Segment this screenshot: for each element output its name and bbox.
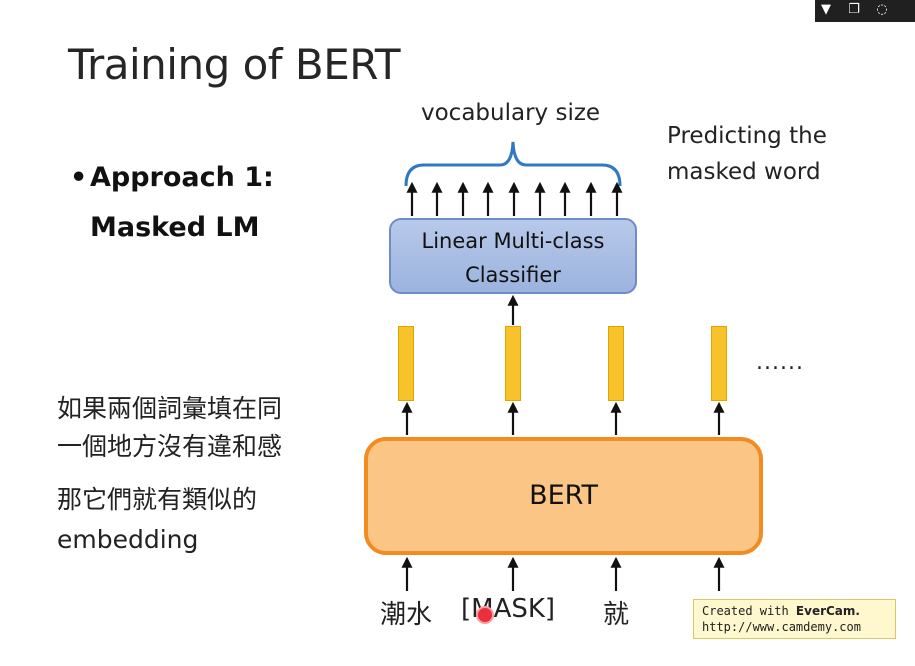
classifier-line-1: Linear Multi-class: [421, 229, 605, 253]
predicting-note: Predicting the masked word: [667, 118, 827, 190]
note-line-3: 那它們就有類似的: [57, 485, 258, 514]
bert-box: BERT: [364, 437, 763, 555]
bullet-approach: •Approach 1: Masked LM: [70, 153, 274, 253]
vocabulary-brace: [404, 141, 622, 187]
linear-classifier-box: Linear Multi-class Classifier: [389, 218, 637, 294]
watermark-prefix: Created with: [702, 604, 796, 618]
input-token: 就: [603, 600, 630, 630]
note-line-2: 一個地方沒有違和感: [57, 432, 283, 461]
slide-title: Training of BERT: [68, 40, 401, 89]
predicting-line-1: Predicting the: [667, 123, 827, 149]
pointer-cursor: [476, 606, 494, 624]
bert-label: BERT: [529, 480, 598, 511]
note-line-4: embedding: [57, 525, 199, 554]
embedding-vector: [711, 326, 727, 401]
evercam-watermark[interactable]: Created with EverCam. http://www.camdemy…: [693, 599, 896, 639]
embedding-vector: [608, 326, 624, 401]
watermark-url: http://www.camdemy.com: [702, 620, 861, 634]
restore-icon[interactable]: ❐: [848, 2, 860, 17]
input-token: 潮水: [380, 600, 433, 630]
embedding-vector: [505, 326, 521, 401]
close-icon[interactable]: ◌: [876, 2, 888, 17]
window-control-bar: ▼ ❐ ◌: [815, 0, 915, 22]
bullet-line-1: Approach 1:: [90, 162, 274, 193]
bullet-line-2: Masked LM: [90, 212, 260, 243]
bert-input-arrows: [401, 556, 725, 591]
watermark-brand: EverCam.: [795, 604, 860, 618]
vocabulary-size-label: vocabulary size: [421, 100, 601, 126]
output-arrows: [406, 181, 623, 216]
bullet-dot: •: [70, 162, 88, 193]
note-line-1: 如果兩個詞彙填在同: [57, 394, 283, 423]
ellipsis: ......: [756, 350, 804, 375]
embedding-vector: [398, 326, 414, 401]
classifier-line-2: Classifier: [465, 263, 561, 287]
bert-output-arrows: [401, 401, 725, 435]
input-token-mask: [MASK]: [461, 594, 556, 624]
predicting-line-2: masked word: [667, 159, 821, 185]
chevron-down-icon[interactable]: ▼: [821, 2, 831, 17]
